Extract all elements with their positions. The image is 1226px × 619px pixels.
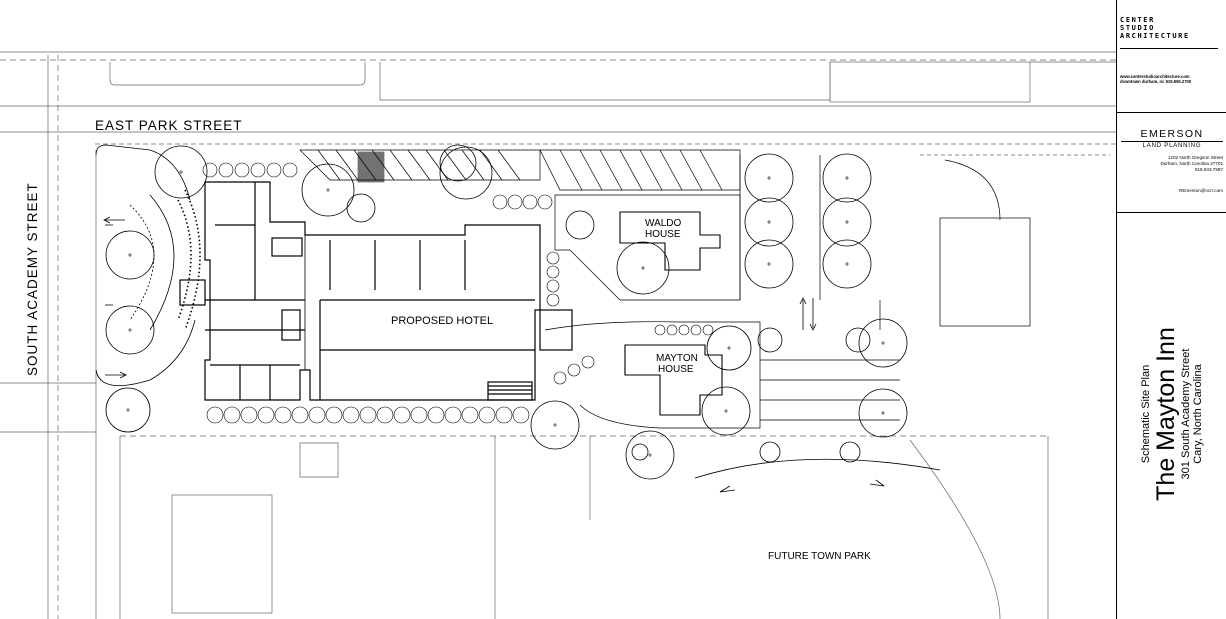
mayton-house-label-line1: MAYTON (656, 353, 698, 364)
architect-location: downtown durham, nc 919.555.2700 (1120, 79, 1192, 84)
planner-address-line1: 1202 North Gregson Street (1167, 155, 1223, 160)
east-parking (739, 155, 1031, 421)
hotel-footprint (179, 181, 573, 401)
front-drive (95, 144, 196, 386)
title-block: CENTER STUDIO ARCHITECTURE www.centerstu… (1116, 0, 1226, 619)
shrub-rows (202, 162, 714, 424)
architect-logo-rule (1120, 48, 1218, 49)
hatch-block (357, 151, 385, 183)
architect-logo-line1: CENTER (1120, 16, 1155, 24)
proposed-hotel-label: PROPOSED HOTEL (391, 315, 493, 327)
mayton-house-footprint (544, 321, 761, 429)
waldo-house-footprint (554, 194, 741, 301)
east-park-street-label: EAST PARK STREET (95, 118, 243, 133)
waldo-house-label-line1: WALDO (645, 218, 682, 229)
trees (105, 144, 908, 480)
architect-logo-line3: ARCHITECTURE (1120, 32, 1190, 40)
project-city: Cary, North Carolina (1192, 364, 1204, 464)
project-address: 301 South Academy Street (1180, 348, 1192, 480)
planner-email: REmerson@ncrr.com (1179, 187, 1223, 193)
planner-name: EMERSON (1140, 128, 1204, 140)
planner-subtitle: LAND PLANNING (1121, 141, 1223, 149)
planner-address: 1202 North Gregson Street Durham, North … (1121, 155, 1223, 194)
planner-address-line2: Durham, North Carolina 27701 (1160, 161, 1223, 167)
architect-stamp: CENTER STUDIO ARCHITECTURE www.centerstu… (1117, 0, 1226, 113)
architect-contact: www.centerstudioarchitecture.com downtow… (1120, 74, 1191, 84)
waldo-house-label-line2: HOUSE (645, 229, 681, 240)
project-name: The Mayton Inn (1152, 327, 1180, 501)
tree-center-marks (126, 170, 885, 457)
architect-website: www.centerstudioarchitecture.com (1120, 74, 1190, 79)
south-academy-street-label: SOUTH ACADEMY STREET (25, 182, 40, 376)
sheet-title-rotated: Schematic Site Plan The Mayton Inn 301 S… (1140, 224, 1204, 604)
mayton-house-label-line2: HOUSE (658, 364, 694, 375)
traffic-arrows (103, 216, 941, 493)
sheet-title: Schematic Site Plan The Mayton Inn 301 S… (1117, 214, 1226, 619)
architect-logo-line2: STUDIO (1120, 24, 1155, 32)
landscape-bed (177, 189, 201, 331)
planner-phone: 919.943.7587 (1194, 167, 1223, 173)
future-town-park-label: FUTURE TOWN PARK (768, 551, 871, 562)
road-lines (0, 51, 1116, 619)
architect-logo: CENTER STUDIO ARCHITECTURE (1120, 16, 1190, 40)
planner-stamp: EMERSON LAND PLANNING 1202 North Gregson… (1117, 112, 1226, 213)
